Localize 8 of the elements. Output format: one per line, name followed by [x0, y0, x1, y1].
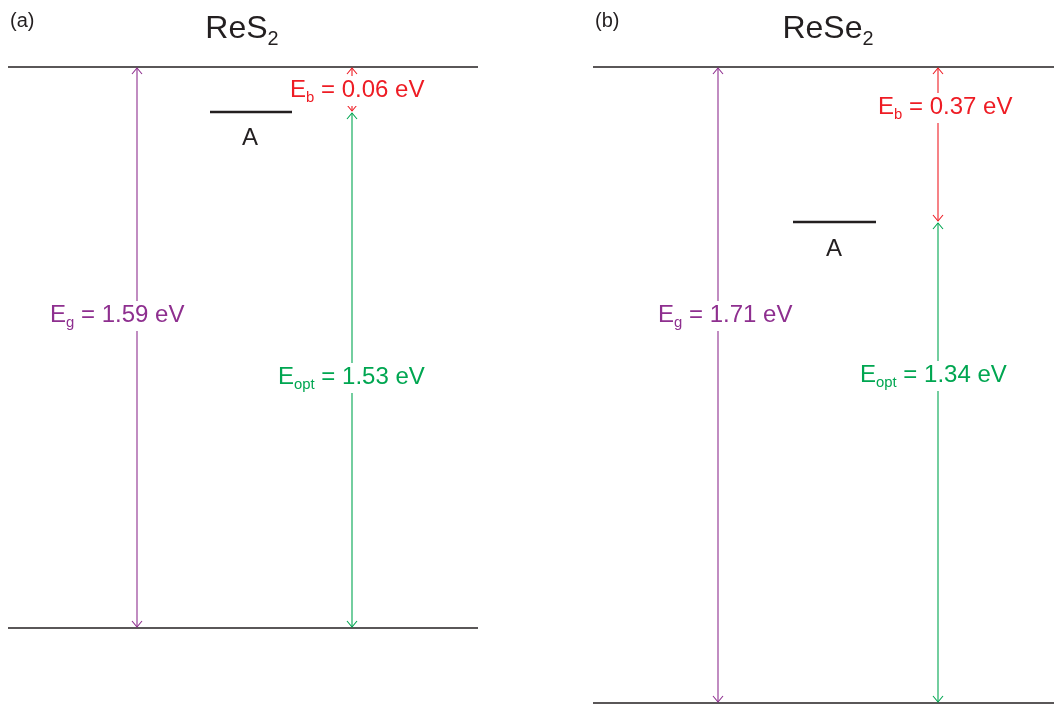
panel-label: (b): [593, 9, 622, 31]
energy-label: E$_{g}$ = 1.71 eV: [656, 300, 795, 332]
energy-label: E$_{b}$ = 0.06 eV: [288, 75, 427, 107]
energy-label: E$_{b}$ = 0.37 eV: [876, 92, 1015, 124]
energy-label: E$_{g}$ = 1.59 eV: [48, 300, 187, 332]
energy-label: E$_{opt}$ = 1.53 eV: [276, 362, 427, 394]
energy-label: E$_{opt}$ = 1.34 eV: [858, 360, 1009, 392]
panel-label: (a): [8, 9, 37, 31]
